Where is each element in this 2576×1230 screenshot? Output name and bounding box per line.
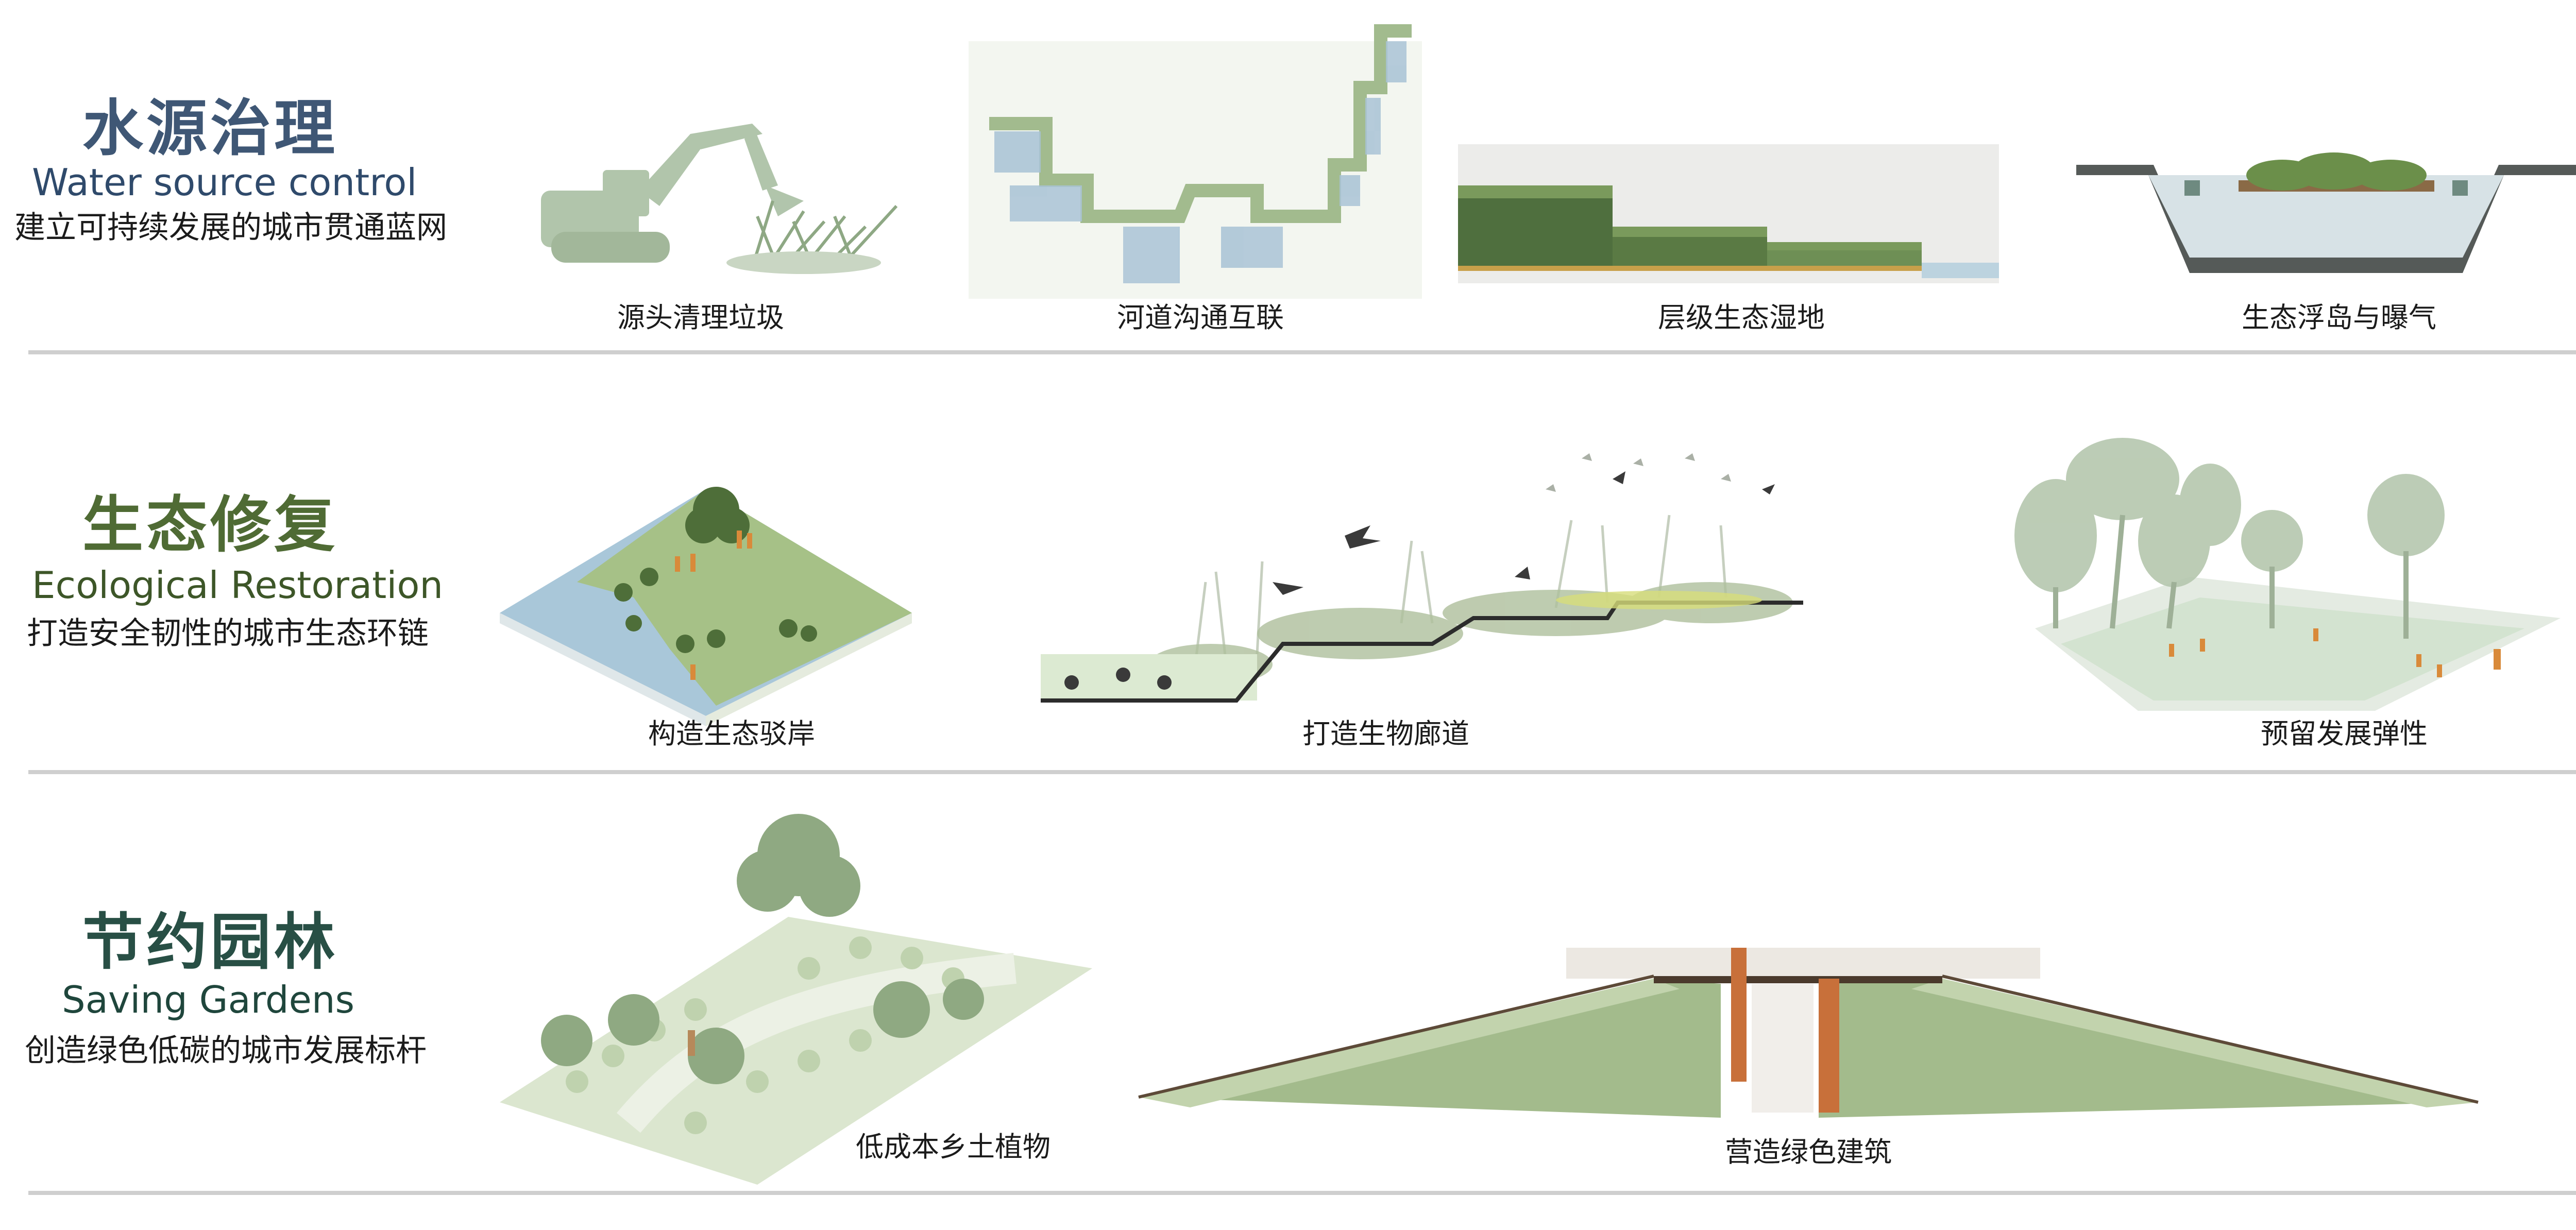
row-saving-gardens: 节约园林 Saving Gardens 创造绿色低碳的城市发展标杆 低成本乡土植… bbox=[0, 783, 2576, 1230]
caption-development-elasticity: 预留发展弹性 bbox=[2261, 717, 2428, 750]
canal-network-illustration bbox=[969, 10, 1422, 299]
row-title-en: Ecological Restoration bbox=[32, 563, 444, 607]
row-divider bbox=[28, 350, 2576, 354]
floating-island-illustration bbox=[2076, 124, 2576, 288]
development-elasticity-illustration bbox=[1984, 433, 2576, 711]
row-ecological-restoration: 生态修复 Ecological Restoration 打造安全韧性的城市生态环… bbox=[0, 361, 2576, 783]
row-divider bbox=[28, 1191, 2576, 1195]
row-title-en: Water source control bbox=[32, 161, 417, 204]
row-title-cn: 水源治理 bbox=[82, 93, 338, 164]
row-water-source-control: 水源治理 Water source control 建立可持续发展的城市贯通蓝网 bbox=[0, 0, 2576, 361]
row-title-cn: 生态修复 bbox=[82, 489, 338, 560]
row-divider bbox=[28, 770, 2576, 774]
green-building-illustration bbox=[1138, 948, 2479, 1118]
excavator-illustration bbox=[536, 113, 907, 278]
row-title-en: Saving Gardens bbox=[62, 978, 355, 1021]
caption-green-building: 营造绿色建筑 bbox=[1725, 1136, 1892, 1168]
ecological-revetment-illustration bbox=[500, 428, 917, 726]
row-subtitle: 打造安全韧性的城市生态环链 bbox=[27, 616, 429, 652]
caption-floating-island: 生态浮岛与曝气 bbox=[2242, 301, 2436, 334]
caption-revetment: 构造生态驳岸 bbox=[648, 717, 815, 750]
row-subtitle: 创造绿色低碳的城市发展标杆 bbox=[25, 1033, 427, 1069]
caption-canal-interconnect: 河道沟通互联 bbox=[1117, 301, 1284, 334]
biological-corridor-illustration bbox=[1041, 448, 1803, 716]
native-plants-illustration bbox=[500, 814, 1092, 1185]
caption-native-plants: 低成本乡土植物 bbox=[856, 1131, 1050, 1163]
row-title-cn: 节约园林 bbox=[82, 907, 338, 978]
caption-tiered-wetland: 层级生态湿地 bbox=[1658, 301, 1825, 334]
caption-source-cleanup: 源头清理垃圾 bbox=[617, 301, 784, 334]
row-subtitle: 建立可持续发展的城市贯通蓝网 bbox=[14, 210, 447, 246]
caption-biological-corridor: 打造生物廊道 bbox=[1302, 717, 1469, 750]
tiered-wetland-illustration bbox=[1458, 144, 1999, 283]
